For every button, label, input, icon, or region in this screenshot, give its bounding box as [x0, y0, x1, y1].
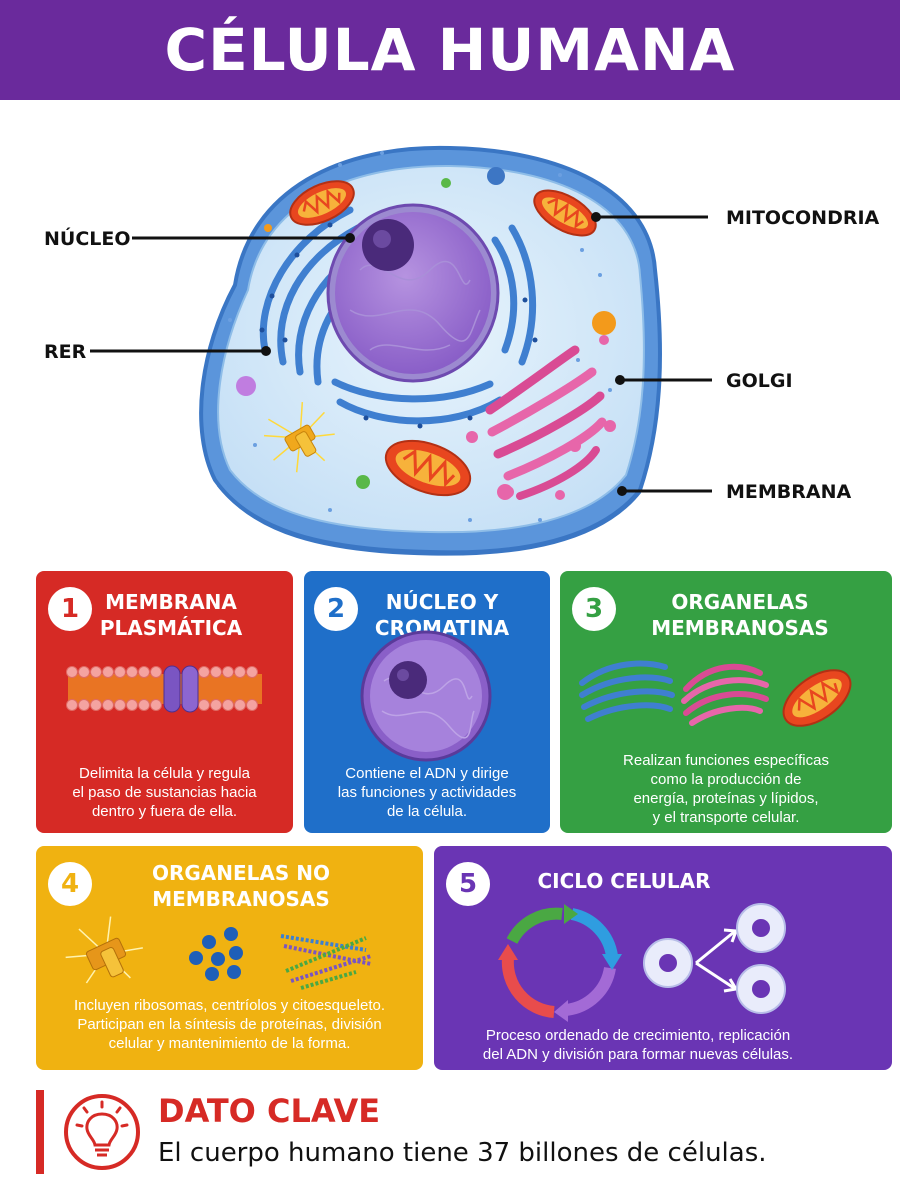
mitochondria-organelle-1	[289, 180, 355, 226]
cell-cycle-icon	[498, 903, 786, 1022]
card-description: Proceso ordenado de crecimiento, replica…	[482, 1027, 794, 1063]
label-mitocondria: MITOCONDRIA	[726, 207, 880, 229]
card-description: Incluyen ribosomas, centríolos y citoesq…	[74, 997, 385, 1052]
card-number: 5	[446, 862, 490, 906]
non-membranous-organelles-icon	[65, 916, 372, 990]
golgi-organelle	[485, 335, 609, 500]
organelles-icon	[579, 660, 852, 727]
card-ciclo-celular: 5 CICLO CELULAR Proceso ordenado de crec…	[434, 846, 892, 1070]
fact-text: El cuerpo humano tiene 37 billones de cé…	[158, 1138, 767, 1168]
label-rer: RER	[44, 341, 87, 363]
label-golgi: GOLGI	[726, 370, 793, 392]
card-number: 2	[314, 587, 358, 631]
centriole-organelle	[263, 401, 335, 473]
nucleus-organelle	[326, 203, 500, 383]
fact-title: DATO CLAVE	[158, 1092, 381, 1130]
mitochondria-organelle-2	[533, 189, 597, 237]
page-header: CÉLULA HUMANA	[0, 0, 900, 100]
card-number: 1	[48, 587, 92, 631]
cell-illustration	[90, 145, 712, 556]
card-number: 4	[48, 862, 92, 906]
page-title: CÉLULA HUMANA	[164, 16, 736, 84]
lipid-bilayer-icon	[66, 665, 262, 713]
cell-diagram: NÚCLEO RER MITOCONDRIA GOLGI MEMBRANA	[0, 100, 900, 570]
card-title: CICLO CELULAR	[537, 869, 711, 893]
mitochondria-organelle-3	[384, 439, 472, 497]
accent-bar	[36, 1090, 44, 1174]
card-number: 3	[572, 587, 616, 631]
label-nucleo: NÚCLEO	[44, 228, 131, 250]
label-membrana: MEMBRANA	[726, 481, 852, 503]
nucleus-icon	[360, 630, 492, 762]
key-fact: DATO CLAVE El cuerpo humano tiene 37 bil…	[36, 1088, 866, 1176]
lightbulb-icon	[64, 1094, 140, 1170]
